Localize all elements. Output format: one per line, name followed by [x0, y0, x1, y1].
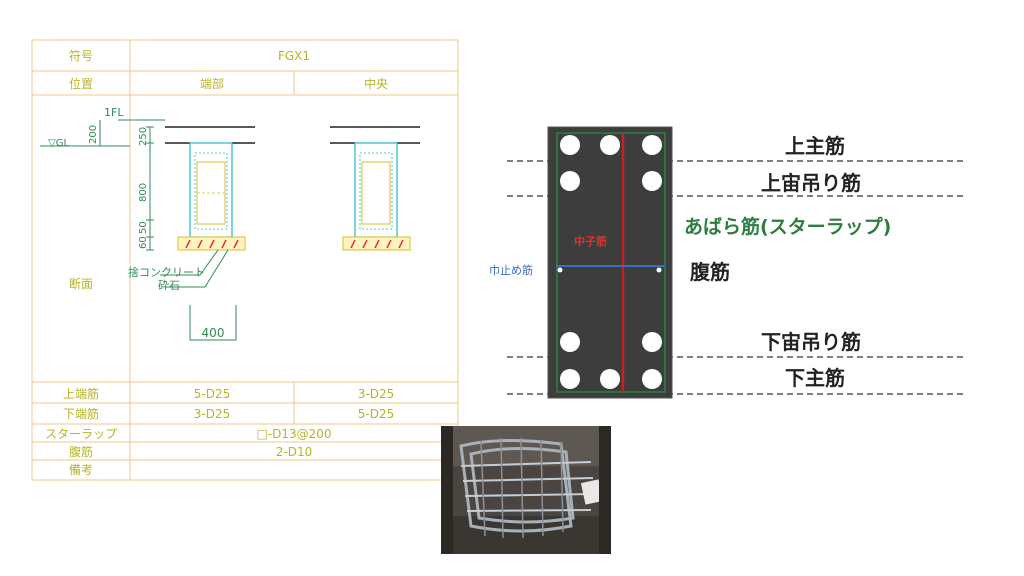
column-center: 中央 — [364, 76, 388, 91]
web-rebar-left — [557, 267, 563, 273]
stirrup-label: スターラップ — [45, 427, 117, 441]
bottom-main-bar — [560, 369, 580, 389]
top-main-bar — [560, 135, 580, 155]
header-value: FGX1 — [278, 49, 310, 63]
web-rebar-right — [656, 267, 662, 273]
label-bottom-hanger: 下宙吊り筋 — [761, 330, 861, 354]
top-main-bar — [642, 135, 662, 155]
top-rebar-label: 上端筋 — [63, 386, 99, 401]
web-rebar-value: 2-D10 — [276, 445, 312, 459]
stirrup-value: □-D13@200 — [256, 427, 331, 441]
section-label: 断面 — [69, 276, 93, 291]
label-web: 腹筋 — [690, 260, 730, 284]
center-tie-label: 中子筋 — [574, 234, 607, 248]
bottom-hanger-bar — [560, 332, 580, 352]
bottom-rebar-label: 下端筋 — [63, 406, 99, 421]
bottom-main-bar — [600, 369, 620, 389]
top-hanger-bar — [560, 171, 580, 191]
beam-schedule-table — [31, 39, 459, 481]
dim-200: 200 — [88, 125, 99, 144]
dim-800: 800 — [138, 183, 149, 202]
dim-250: 250 — [138, 127, 149, 146]
beam-body — [547, 126, 673, 399]
label-stirrup: あばら筋(スターラップ) — [684, 215, 891, 238]
leader-lean-concrete: 捨コンクリート — [128, 265, 205, 279]
bottom-rebar-center: 5-D25 — [358, 407, 394, 421]
bottom-rebar-end: 3-D25 — [194, 407, 230, 421]
top-rebar-end: 5-D25 — [194, 387, 230, 401]
label-top-main: 上主筋 — [785, 134, 845, 158]
top-main-bar — [600, 135, 620, 155]
width-dimension: 400 — [202, 326, 225, 340]
fl-label: 1FL — [104, 106, 124, 119]
top-rebar-center: 3-D25 — [358, 387, 394, 401]
rebar-section-diagram — [507, 126, 965, 399]
column-end: 端部 — [200, 76, 224, 91]
width-tie-label: 巾止め筋 — [489, 263, 533, 277]
stirrup-outline — [556, 132, 666, 393]
label-bottom-main: 下主筋 — [785, 366, 845, 390]
header-label: 符号 — [69, 48, 93, 63]
bottom-hanger-bar — [642, 332, 662, 352]
label-top-hanger: 上宙吊り筋 — [761, 171, 861, 195]
section-drawing-end — [40, 119, 255, 341]
rebar-cage-photo — [441, 426, 611, 554]
bottom-main-bar — [642, 369, 662, 389]
position-label: 位置 — [69, 76, 93, 91]
gl-label: ▽GL — [48, 138, 69, 149]
leader-crushed-stone: 砕石 — [158, 278, 180, 292]
dim-50: 50 — [138, 221, 149, 234]
remarks-label: 備考 — [69, 462, 93, 477]
top-hanger-bar — [642, 171, 662, 191]
web-rebar-label: 腹筋 — [69, 444, 93, 459]
section-drawing-center — [330, 126, 420, 251]
dim-60: 60 — [138, 236, 149, 249]
